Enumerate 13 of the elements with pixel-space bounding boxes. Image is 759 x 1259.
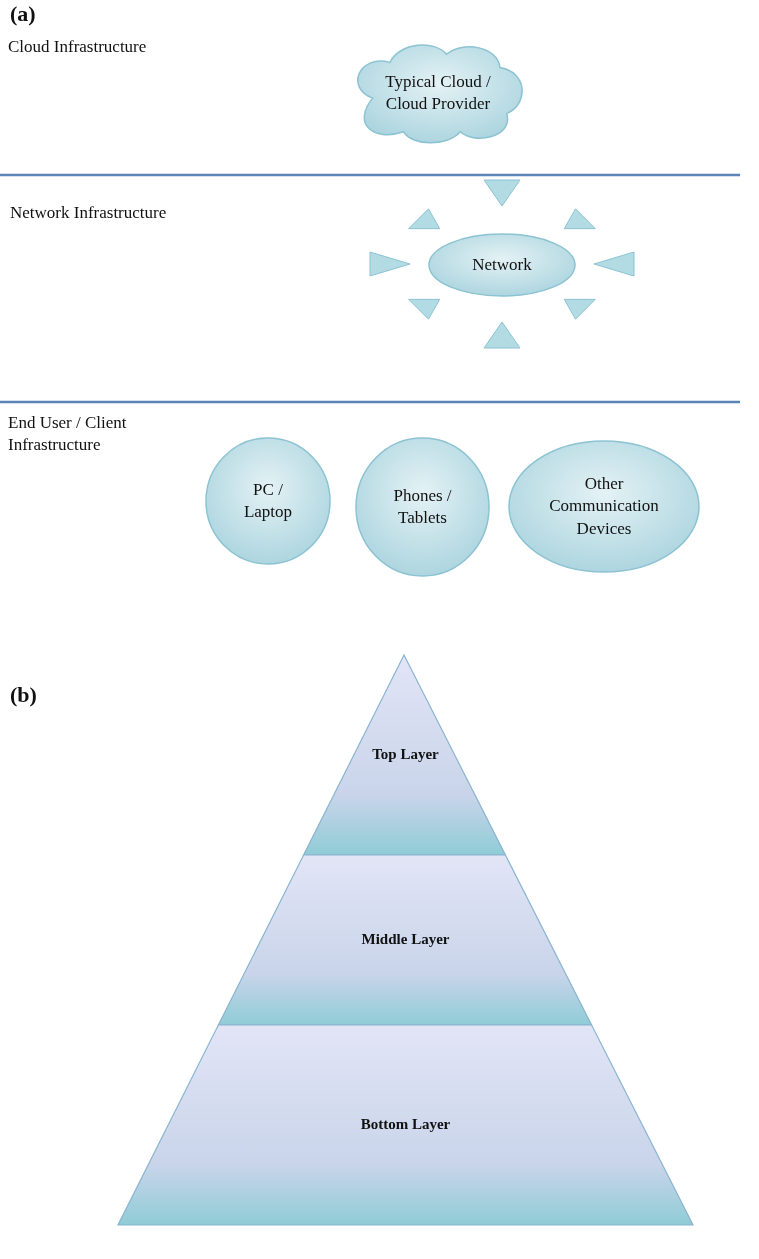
panel-label: (a): [10, 0, 36, 28]
layer-label: Top Layer: [372, 745, 439, 765]
layer-label: Middle Layer: [361, 930, 450, 950]
node-label: Typical Cloud / Cloud Provider: [384, 70, 492, 115]
layer-label: Bottom Layer: [360, 1115, 451, 1135]
section-label: Network Infrastructure: [10, 202, 167, 224]
node-label: Network: [472, 253, 532, 276]
node-label: PC / Laptop: [242, 478, 294, 523]
section-label: Cloud Infrastructure: [8, 36, 147, 58]
node-label: Phones / Tablets: [392, 484, 453, 529]
section-label: End User / Client Infrastructure: [8, 412, 128, 457]
node-label: Other Communication Devices: [548, 473, 660, 540]
panel-label: (b): [10, 681, 37, 709]
